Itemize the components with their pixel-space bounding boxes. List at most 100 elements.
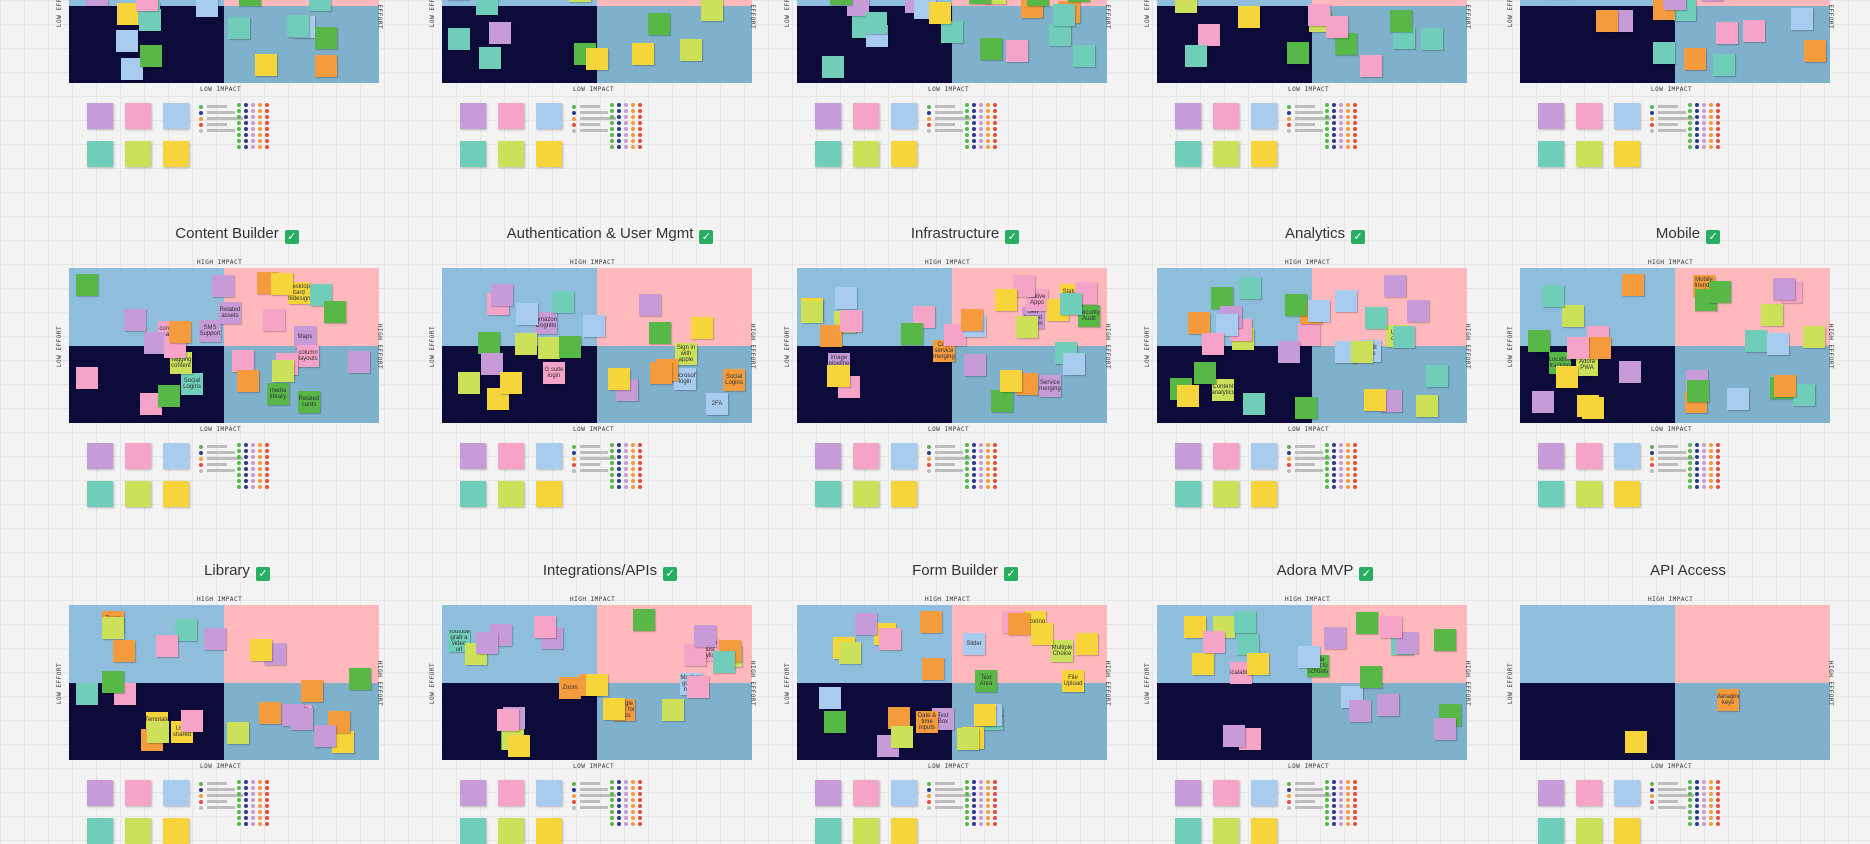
vote-dot[interactable] <box>631 485 635 489</box>
sticky-note[interactable] <box>232 350 254 372</box>
vote-dot[interactable] <box>1716 443 1720 447</box>
vote-dot[interactable] <box>265 127 269 131</box>
sticky-note[interactable] <box>1287 42 1309 64</box>
vote-dot[interactable] <box>1332 473 1336 477</box>
legend-sticky-note[interactable] <box>1175 780 1201 806</box>
vote-dot[interactable] <box>1695 810 1699 814</box>
vote-dot[interactable] <box>265 145 269 149</box>
vote-dot[interactable] <box>965 485 969 489</box>
vote-dot[interactable] <box>979 121 983 125</box>
vote-dot[interactable] <box>1709 792 1713 796</box>
vote-dot[interactable] <box>993 798 997 802</box>
vote-dot[interactable] <box>965 127 969 131</box>
vote-dot[interactable] <box>972 103 976 107</box>
vote-dot[interactable] <box>617 467 621 471</box>
vote-dot[interactable] <box>258 467 262 471</box>
vote-dot[interactable] <box>972 115 976 119</box>
sticky-note[interactable] <box>583 315 605 337</box>
vote-dot[interactable] <box>972 121 976 125</box>
vote-dot[interactable] <box>993 822 997 826</box>
vote-dot[interactable] <box>986 103 990 107</box>
vote-dot[interactable] <box>265 443 269 447</box>
sticky-note[interactable]: Youtube grab a video url <box>448 630 470 652</box>
vote-dot[interactable] <box>1339 127 1343 131</box>
sticky-note[interactable] <box>1326 16 1348 38</box>
sticky-note[interactable] <box>920 611 942 633</box>
vote-dot[interactable] <box>624 473 628 477</box>
vote-dot[interactable] <box>1716 816 1720 820</box>
vote-dot[interactable] <box>631 443 635 447</box>
vote-dot[interactable] <box>1702 461 1706 465</box>
vote-dot[interactable] <box>610 443 614 447</box>
vote-dot[interactable] <box>624 139 628 143</box>
vote-dot[interactable] <box>624 109 628 113</box>
vote-dot[interactable] <box>244 822 248 826</box>
vote-dot[interactable] <box>1332 485 1336 489</box>
vote-dot[interactable] <box>1332 792 1336 796</box>
legend-sticky-note[interactable] <box>1251 780 1277 806</box>
legend-sticky-note[interactable] <box>1538 780 1564 806</box>
sticky-note[interactable] <box>1192 653 1214 675</box>
vote-dot[interactable] <box>1695 115 1699 119</box>
sticky-note[interactable]: Sign in with apple <box>675 343 697 365</box>
vote-dot[interactable] <box>244 792 248 796</box>
sticky-note[interactable] <box>169 321 191 343</box>
sticky-note[interactable] <box>204 628 226 650</box>
vote-dot[interactable] <box>979 109 983 113</box>
vote-dot[interactable] <box>1325 473 1329 477</box>
vote-dot[interactable] <box>1716 810 1720 814</box>
vote-dot[interactable] <box>610 822 614 826</box>
sticky-note[interactable] <box>820 325 842 347</box>
vote-dot[interactable] <box>993 467 997 471</box>
legend-sticky-note[interactable] <box>815 103 841 129</box>
quadrant-low-impact-high-effort[interactable] <box>597 682 752 760</box>
vote-dot[interactable] <box>1353 804 1357 808</box>
vote-dot[interactable] <box>244 145 248 149</box>
vote-dot[interactable] <box>1332 810 1336 814</box>
vote-dot[interactable] <box>237 461 241 465</box>
sticky-note[interactable] <box>1416 395 1438 417</box>
quadrant-low-impact-low-effort[interactable] <box>1520 682 1675 760</box>
impact-effort-matrix[interactable]: Data back to schoolsScalability <box>1157 605 1467 760</box>
sticky-note[interactable] <box>855 613 877 635</box>
legend-sticky-note[interactable] <box>1213 103 1239 129</box>
vote-dot[interactable] <box>610 485 614 489</box>
vote-dot[interactable] <box>1702 804 1706 808</box>
vote-dot[interactable] <box>972 479 976 483</box>
vote-dot[interactable] <box>251 467 255 471</box>
sticky-note[interactable] <box>1582 397 1604 419</box>
impact-effort-matrix[interactable]: User dataContent analyticsAudit logs <box>1157 268 1467 423</box>
sticky-note[interactable] <box>1360 666 1382 688</box>
vote-dot[interactable] <box>1709 473 1713 477</box>
vote-dot[interactable] <box>258 485 262 489</box>
vote-dot[interactable] <box>1325 145 1329 149</box>
vote-dot[interactable] <box>1695 792 1699 796</box>
sticky-note[interactable] <box>1745 330 1767 352</box>
vote-dot[interactable] <box>972 810 976 814</box>
vote-dot[interactable] <box>1702 109 1706 113</box>
vote-dot[interactable] <box>610 115 614 119</box>
vote-dot[interactable] <box>1346 473 1350 477</box>
sticky-note[interactable] <box>1243 393 1265 415</box>
quadrant-low-impact-low-effort[interactable] <box>797 345 952 423</box>
vote-dot[interactable] <box>1709 133 1713 137</box>
vote-dot[interactable] <box>1325 443 1329 447</box>
vote-dot[interactable] <box>251 109 255 113</box>
vote-dot[interactable] <box>1688 139 1692 143</box>
vote-dot[interactable] <box>1353 145 1357 149</box>
vote-dot[interactable] <box>1688 798 1692 802</box>
vote-dot[interactable] <box>251 127 255 131</box>
quadrant-high-impact-low-effort[interactable] <box>1520 0 1675 6</box>
vote-dot[interactable] <box>1353 479 1357 483</box>
vote-dot[interactable] <box>979 455 983 459</box>
vote-dot[interactable] <box>972 798 976 802</box>
vote-dot[interactable] <box>1332 479 1336 483</box>
vote-dot[interactable] <box>1695 467 1699 471</box>
sticky-note[interactable] <box>1377 694 1399 716</box>
vote-dot[interactable] <box>631 798 635 802</box>
vote-dot[interactable] <box>244 816 248 820</box>
vote-dot[interactable] <box>624 443 628 447</box>
sticky-note[interactable] <box>1380 616 1402 638</box>
vote-dot[interactable] <box>638 455 642 459</box>
sticky-note[interactable] <box>239 0 261 6</box>
